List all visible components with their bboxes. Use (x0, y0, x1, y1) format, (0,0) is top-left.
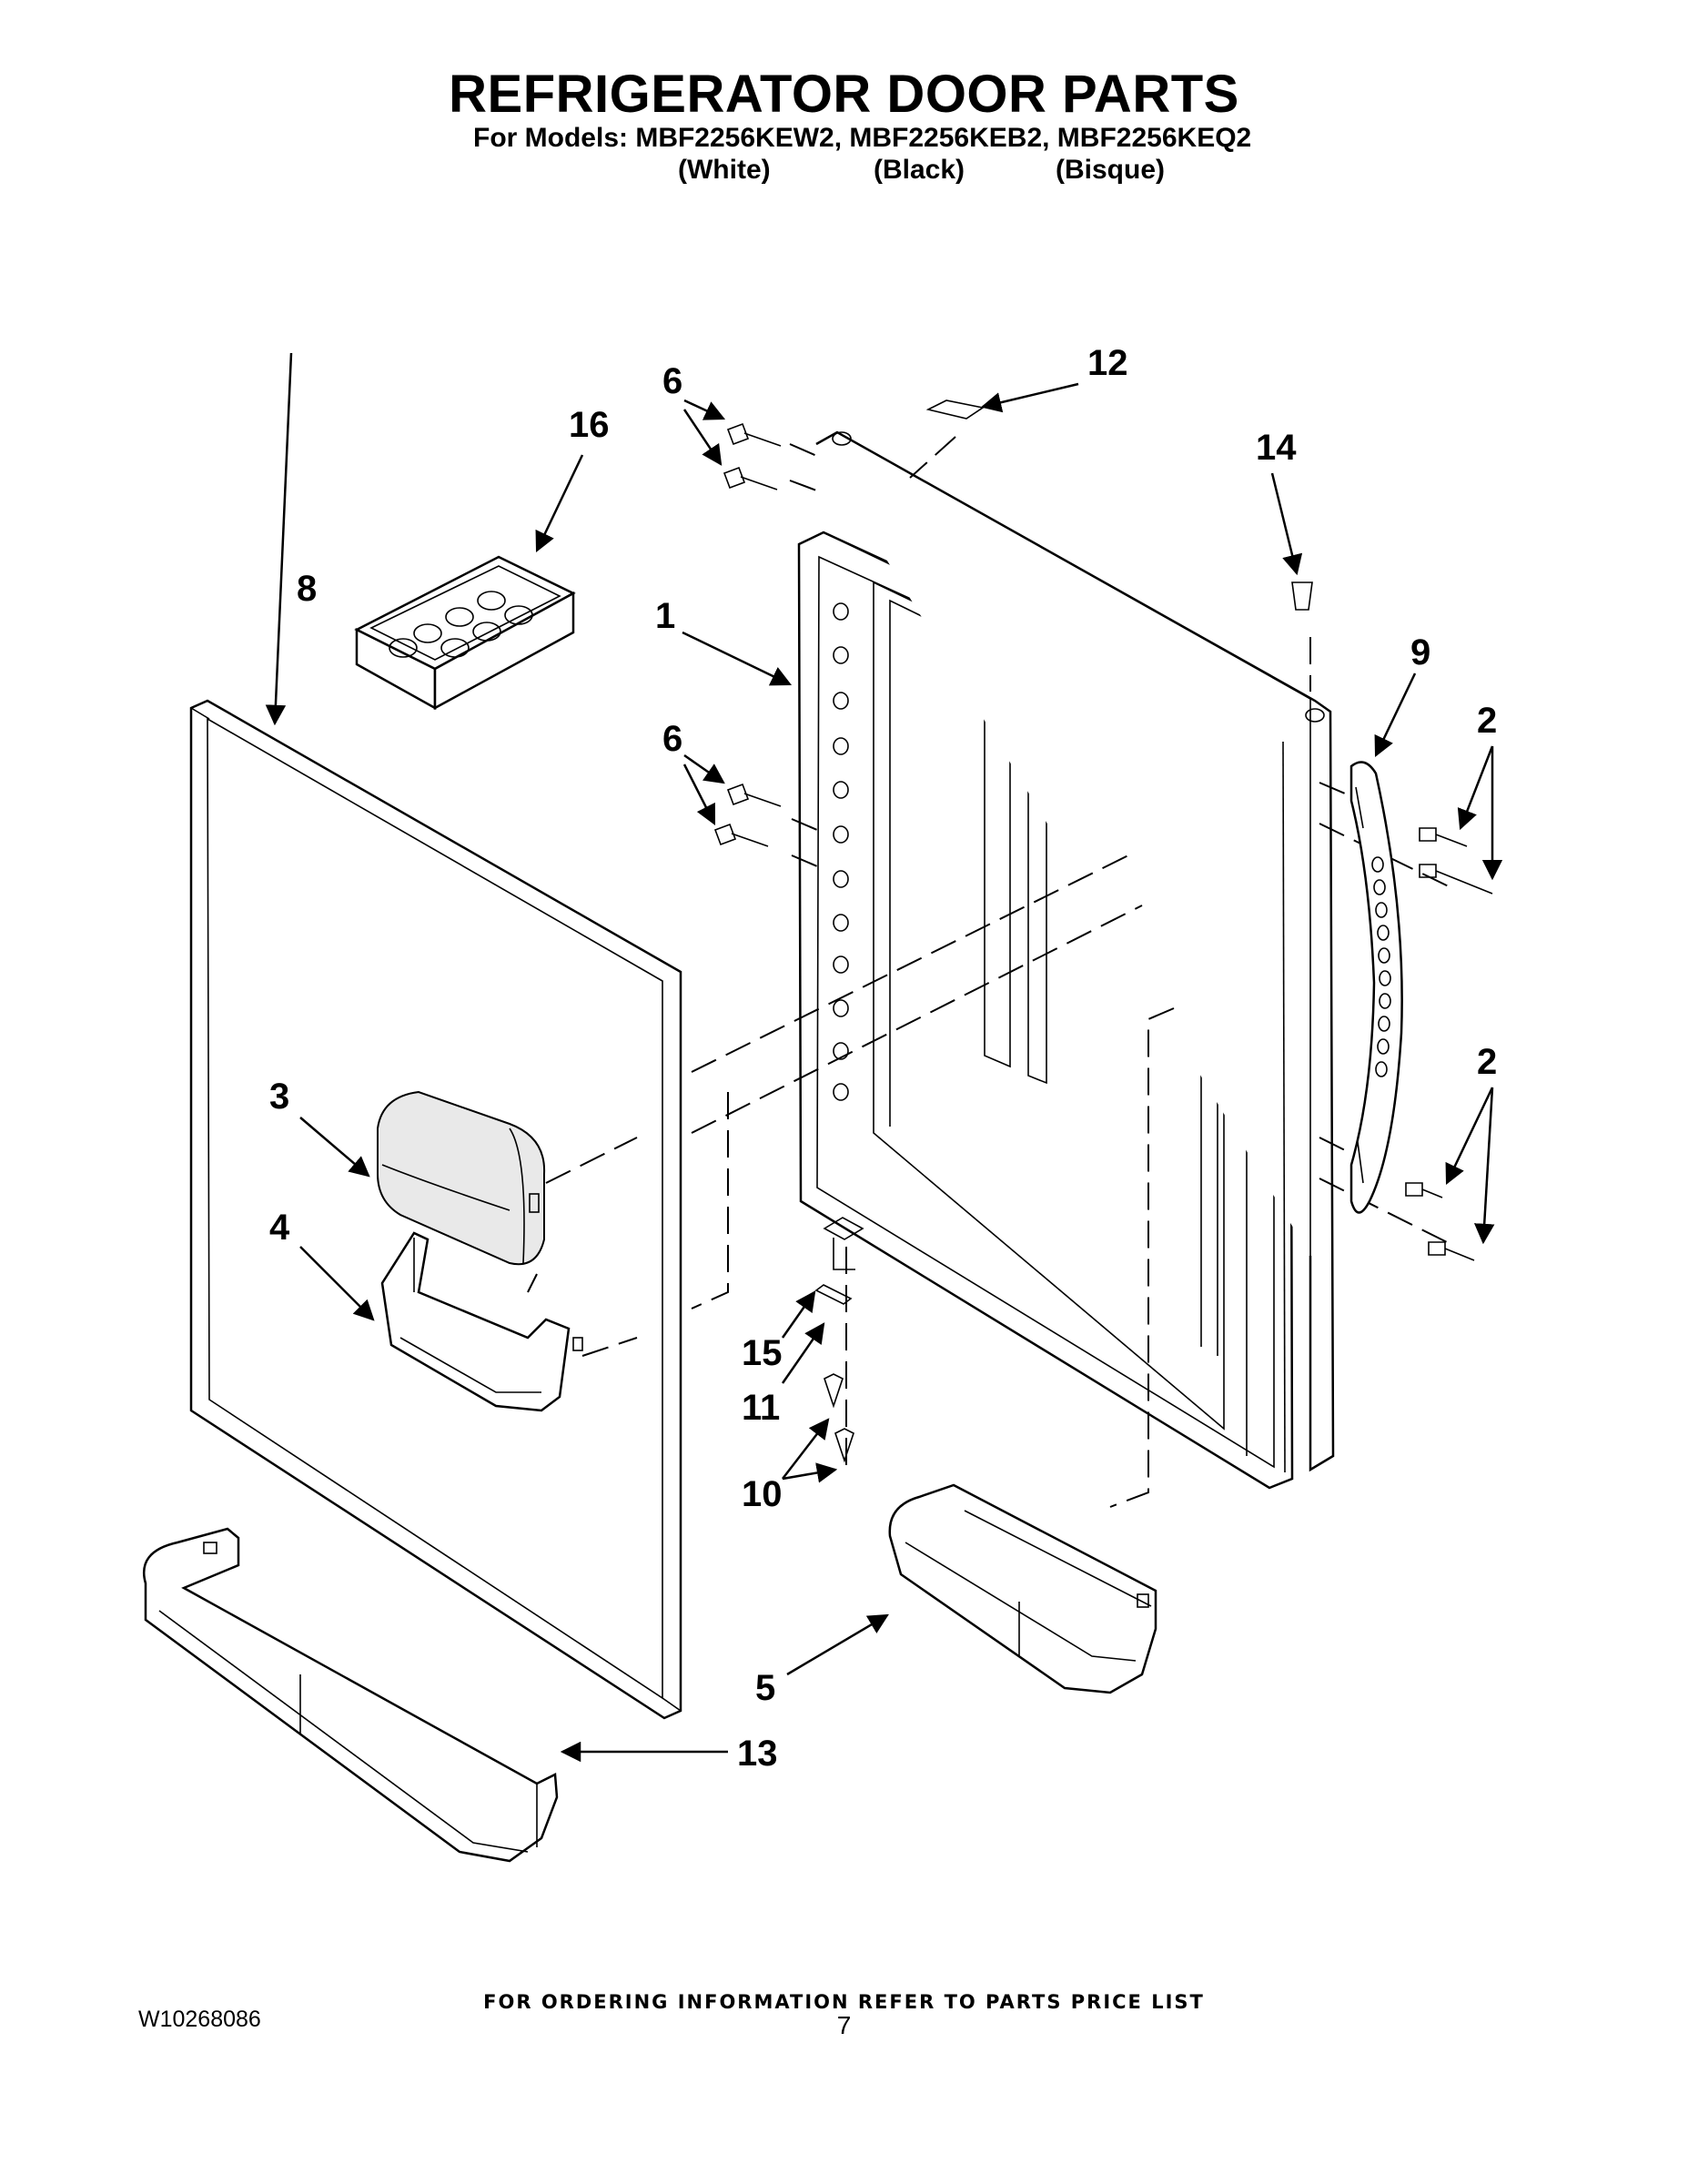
color-white-label: (White) (678, 155, 771, 185)
callout-11: 11 (742, 1388, 780, 1428)
door-handle (1349, 761, 1403, 1214)
callout-4: 4 (269, 1208, 290, 1248)
color-bisque-label: (Bisque) (1056, 155, 1165, 185)
callout-2-top: 2 (1477, 701, 1497, 741)
document-number: W10268086 (138, 2007, 261, 2032)
callout-5: 5 (755, 1668, 775, 1708)
callout-13: 13 (737, 1734, 778, 1774)
callout-arrows (265, 352, 1503, 1763)
callout-15: 15 (742, 1333, 783, 1373)
callout-6-mid: 6 (662, 719, 682, 759)
ordering-info-note: FOR ORDERING INFORMATION REFER TO PARTS … (483, 1991, 1205, 2013)
dispenser-cover (377, 1090, 546, 1266)
callout-3: 3 (269, 1077, 289, 1117)
callout-1: 1 (655, 596, 675, 636)
callout-6-top: 6 (662, 361, 682, 401)
callout-2-bottom: 2 (1477, 1042, 1497, 1082)
screws (713, 422, 1493, 1463)
page-title: REFRIGERATOR DOOR PARTS (449, 65, 1239, 124)
bottom-door-bin (143, 1527, 559, 1863)
color-black-label: (Black) (874, 155, 965, 185)
callout-12: 12 (1087, 343, 1128, 383)
hinge-bushing (925, 399, 986, 420)
callout-16: 16 (569, 405, 610, 445)
models-line: For Models: MBF2256KEW2, MBF2256KEB2, MB… (473, 123, 1252, 153)
egg-tray (354, 555, 576, 711)
door-bin (888, 1483, 1157, 1694)
callout-8: 8 (297, 569, 317, 609)
page-number: 7 (836, 2011, 852, 2039)
callout-14: 14 (1256, 428, 1297, 468)
inner-door-liner (797, 430, 1335, 1490)
callout-10: 10 (742, 1474, 783, 1514)
callout-9: 9 (1410, 632, 1430, 672)
callout-labels: 6 12 16 14 8 1 9 2 6 2 3 4 15 11 10 5 13 (269, 343, 1497, 1774)
dispenser-tray (380, 1231, 583, 1412)
